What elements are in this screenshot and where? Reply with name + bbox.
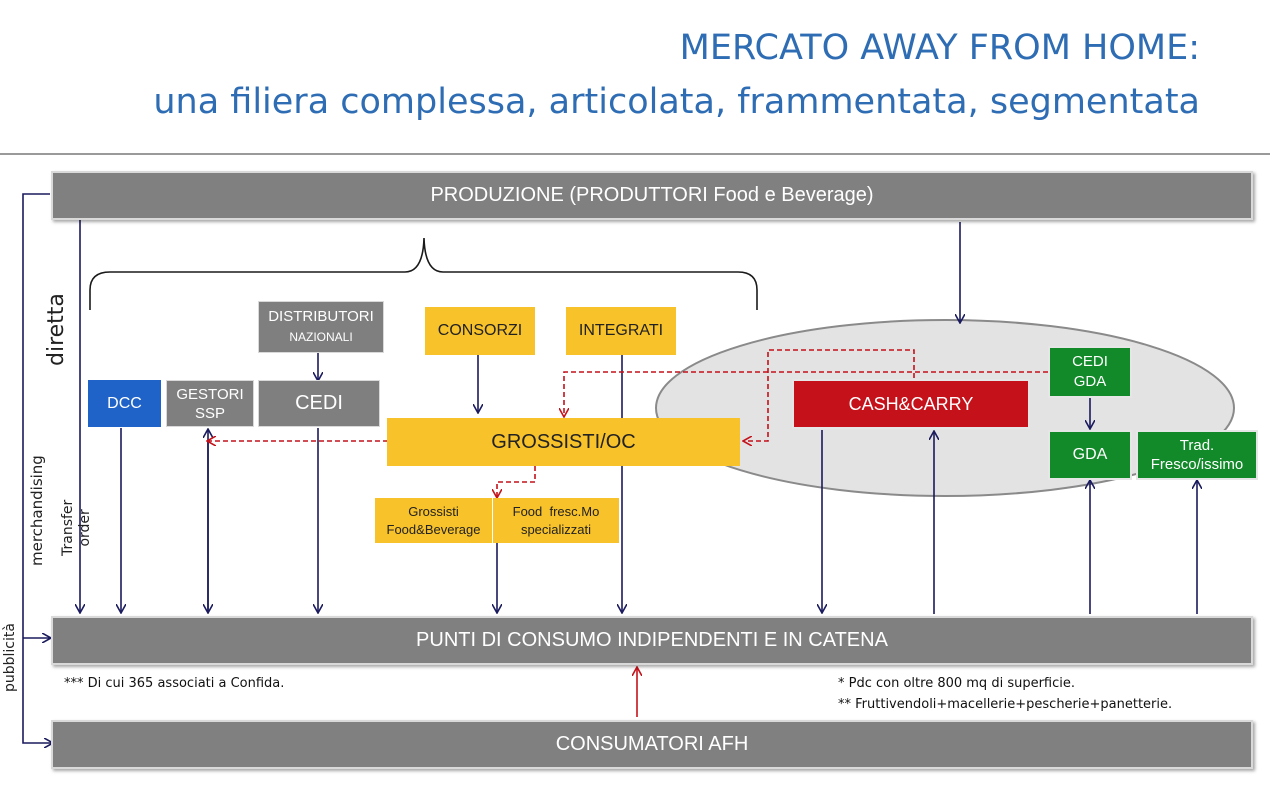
pubblicita-label: pubblicità	[2, 623, 18, 692]
distributori-nazionali-box: DISTRIBUTORI NAZIONALI	[258, 301, 384, 353]
consumatori-label: CONSUMATORI AFH	[555, 733, 749, 755]
grossisti-fb-line2: Food&Beverage	[386, 521, 481, 537]
cedi-gda-line2: GDA	[1073, 373, 1107, 390]
trad-line2: Fresco/issimo	[1150, 456, 1244, 473]
merchandising-label: merchandising	[28, 455, 46, 566]
distributori-label: DISTRIBUTORI	[268, 308, 374, 325]
cash-carry-label: CASH&CARRY	[848, 393, 974, 414]
note-fruttivendoli: ** Fruttivendoli+macellerie+pescherie+pa…	[838, 697, 1173, 712]
food-fresc-line2: specializzati	[520, 521, 592, 537]
note-pdc: * Pdc con oltre 800 mq di superficie.	[838, 676, 1076, 691]
cash-carry-box: CASH&CARRY	[792, 379, 1030, 429]
gestori-label: GESTORI	[176, 385, 244, 403]
grossisti-fb-line1: Grossisti	[408, 503, 459, 519]
cedi-label: CEDI	[295, 392, 343, 414]
order-label: order	[77, 509, 93, 547]
diretta-label: diretta	[44, 293, 69, 366]
dcc-box: DCC	[88, 380, 161, 427]
cedi-box: CEDI	[258, 380, 380, 427]
transfer-order-label: Transfer order	[60, 500, 94, 556]
consorzi-box: CONSORZI	[425, 307, 535, 355]
ssp-label: SSP	[194, 404, 225, 422]
produzione-label: PRODUZIONE (PRODUTTORI Food e Beverage)	[430, 184, 874, 206]
trad-fresco-box: Trad. Fresco/issimo	[1136, 430, 1258, 480]
grossisti-food-beverage-box: Grossisti Food&Beverage	[375, 498, 492, 543]
gestori-ssp-box: GESTORI SSP	[166, 380, 254, 427]
diretta-brace	[89, 237, 758, 310]
title-line-2: una filiera complessa, articolata, framm…	[153, 82, 1200, 122]
transfer-label: Transfer	[60, 499, 76, 556]
gda-box: GDA	[1048, 430, 1132, 480]
consumatori-bar: CONSUMATORI AFH	[51, 720, 1253, 769]
cedi-gda-box: CEDI GDA	[1048, 346, 1132, 398]
consorzi-label: CONSORZI	[437, 322, 523, 339]
punti-consumo-label: PUNTI DI CONSUMO INDIPENDENTI E IN CATEN…	[416, 629, 888, 651]
nazionali-label: NAZIONALI	[289, 330, 353, 344]
trad-line1: Trad.	[1179, 437, 1215, 454]
grossisti-oc-box: GROSSISTI/OC	[387, 418, 740, 466]
grossisti-oc-label: GROSSISTI/OC	[491, 430, 636, 453]
integrati-box: INTEGRATI	[566, 307, 676, 355]
dcc-label: DCC	[107, 394, 142, 412]
title-divider	[0, 153, 1270, 155]
food-fresc-specializzati-box: Food fresc.Mo specializzati	[493, 498, 619, 543]
integrati-label: INTEGRATI	[578, 322, 664, 339]
note-confida: *** Di cui 365 associati a Confida.	[64, 676, 285, 691]
food-fresc-line1: Food fresc.Mo	[512, 503, 600, 519]
title-line-1: MERCATO AWAY FROM HOME:	[679, 28, 1200, 68]
punti-consumo-bar: PUNTI DI CONSUMO INDIPENDENTI E IN CATEN…	[51, 616, 1253, 665]
gda-label: GDA	[1072, 446, 1108, 463]
produzione-bar: PRODUZIONE (PRODUTTORI Food e Beverage)	[51, 171, 1253, 220]
cedi-gda-line1: CEDI	[1072, 353, 1108, 370]
